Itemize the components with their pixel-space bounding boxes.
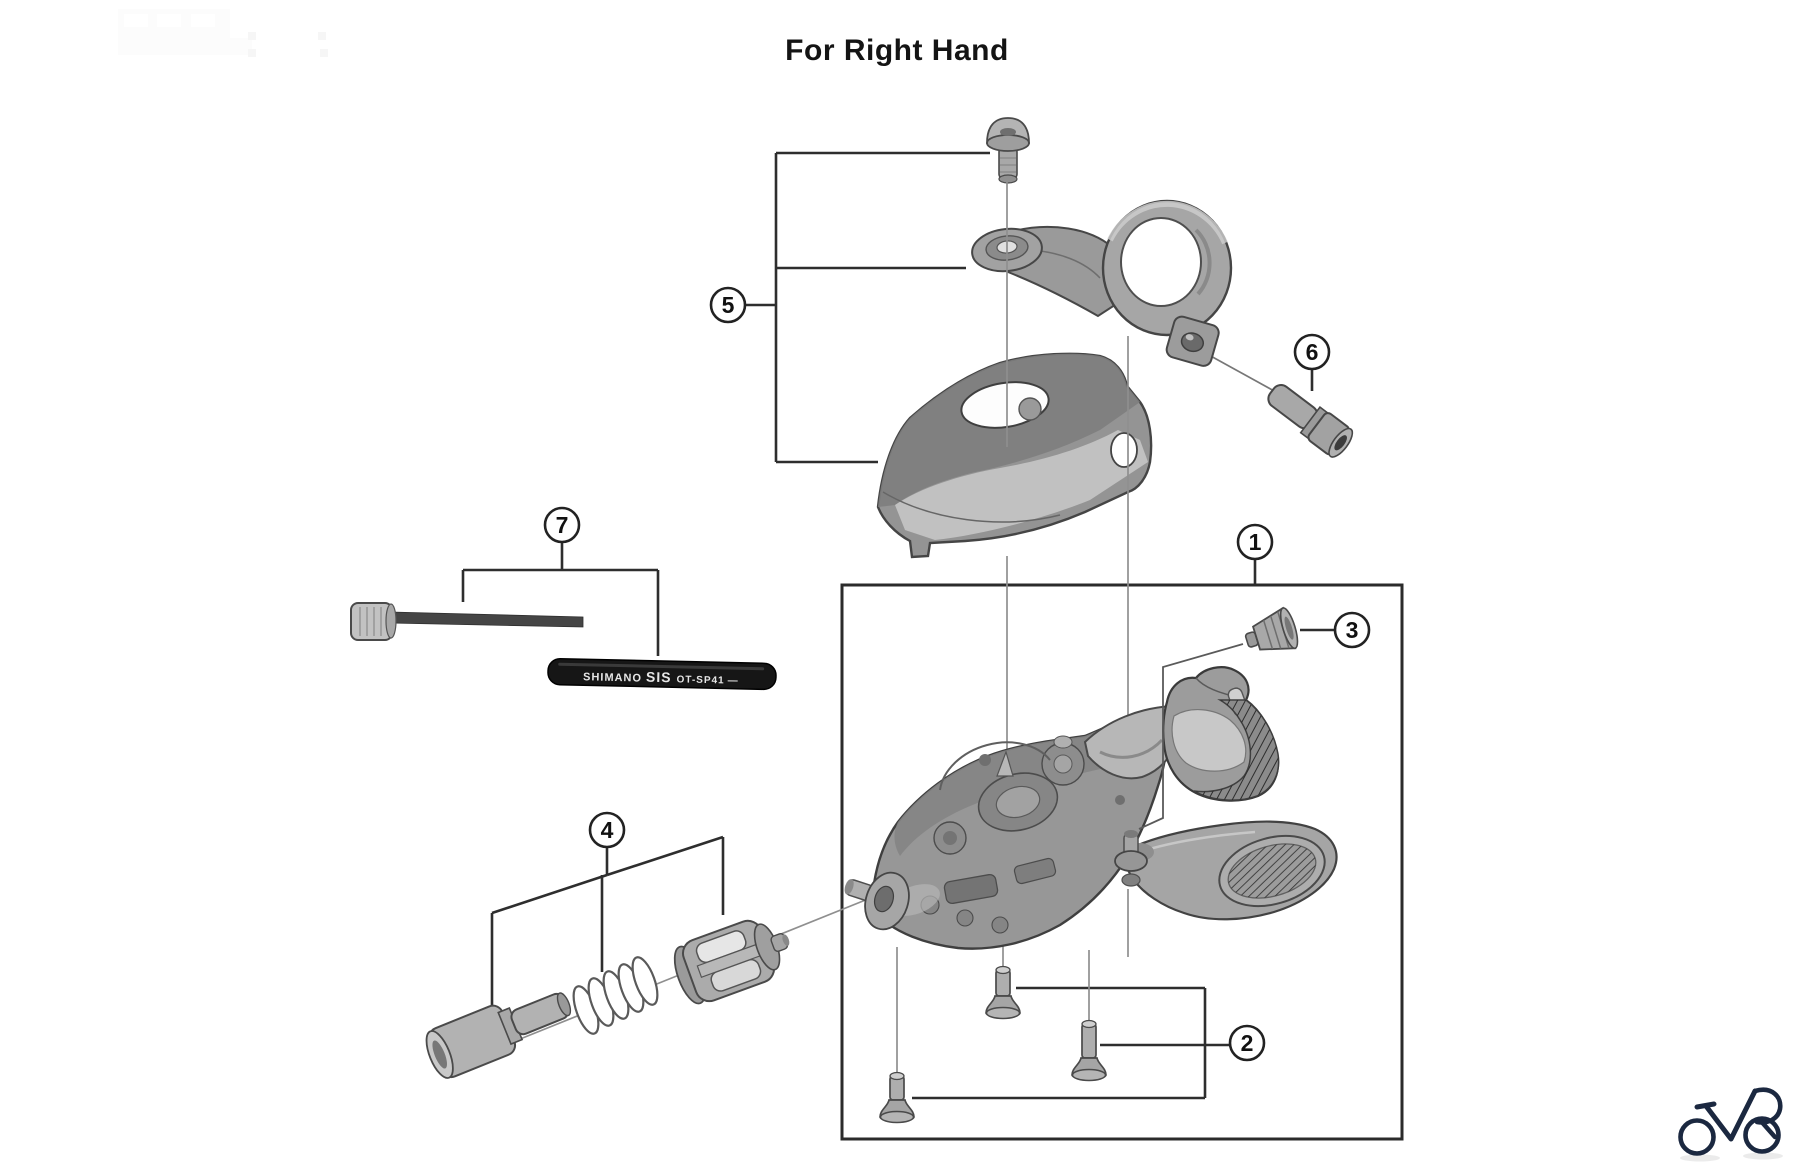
callout-2-bracket <box>912 986 1229 1100</box>
part-2-screw-top <box>985 965 1021 1020</box>
casing-spec: OT-SP41 <box>676 674 724 686</box>
part-3-cable-adjusting-unit <box>1244 606 1299 651</box>
callout-2-label: 2 <box>1241 1030 1254 1056</box>
paddle-arm-shade <box>1099 738 1164 759</box>
main-shift-lever <box>1125 820 1338 921</box>
callout-5-bracket <box>746 151 990 464</box>
part-4-adjuster-cage <box>673 919 790 1005</box>
part-5-clamp-band <box>971 199 1233 367</box>
part-2-screw-left <box>879 1071 915 1124</box>
item-1-group-box <box>840 583 1404 1141</box>
lever-pivot-bolt <box>1114 830 1148 887</box>
faint-toolbar-artifact <box>118 9 328 57</box>
part-2-screw-right <box>1071 1019 1107 1082</box>
part-3-leader-polyline <box>1138 643 1244 830</box>
part-7-outer-casing: SHIMANO SIS OT-SP41 — <box>547 657 777 691</box>
callout-3-label: 3 <box>1346 617 1359 643</box>
upshift-paddle <box>1162 666 1280 802</box>
part-5-fixing-bolt <box>986 117 1030 184</box>
callout-5-label: 5 <box>722 292 735 318</box>
callout-7: 7 <box>543 506 581 544</box>
callout-1: 1 <box>1236 523 1274 561</box>
casing-brand: SHIMANO <box>583 671 642 684</box>
casing-suffix: — <box>728 676 739 687</box>
callout-3: 3 <box>1333 611 1371 649</box>
part-5-upper-cover <box>876 352 1153 559</box>
callout-4-bracket <box>490 835 725 1014</box>
part-7-inner-cable <box>350 602 584 641</box>
page-title: For Right Hand <box>785 34 1009 67</box>
part-6-clamp-bolt <box>1267 384 1354 458</box>
casing-print: SHIMANO SIS OT-SP41 — <box>583 667 739 687</box>
part-4-boot-and-pin <box>425 992 572 1079</box>
casing-model: SIS <box>646 669 672 686</box>
callout-5: 5 <box>709 286 747 324</box>
callout-4: 4 <box>588 811 626 849</box>
callout-6-label: 6 <box>1306 339 1319 365</box>
part-4-spring <box>572 956 659 1035</box>
callout-6: 6 <box>1293 333 1331 371</box>
callout-1-label: 1 <box>1249 529 1262 555</box>
bicycle-logo-icon <box>1678 1087 1783 1162</box>
callout-7-bracket <box>461 543 660 656</box>
callout-7-label: 7 <box>556 512 569 538</box>
callout-2: 2 <box>1228 1024 1266 1062</box>
callout-4-label: 4 <box>601 817 614 843</box>
